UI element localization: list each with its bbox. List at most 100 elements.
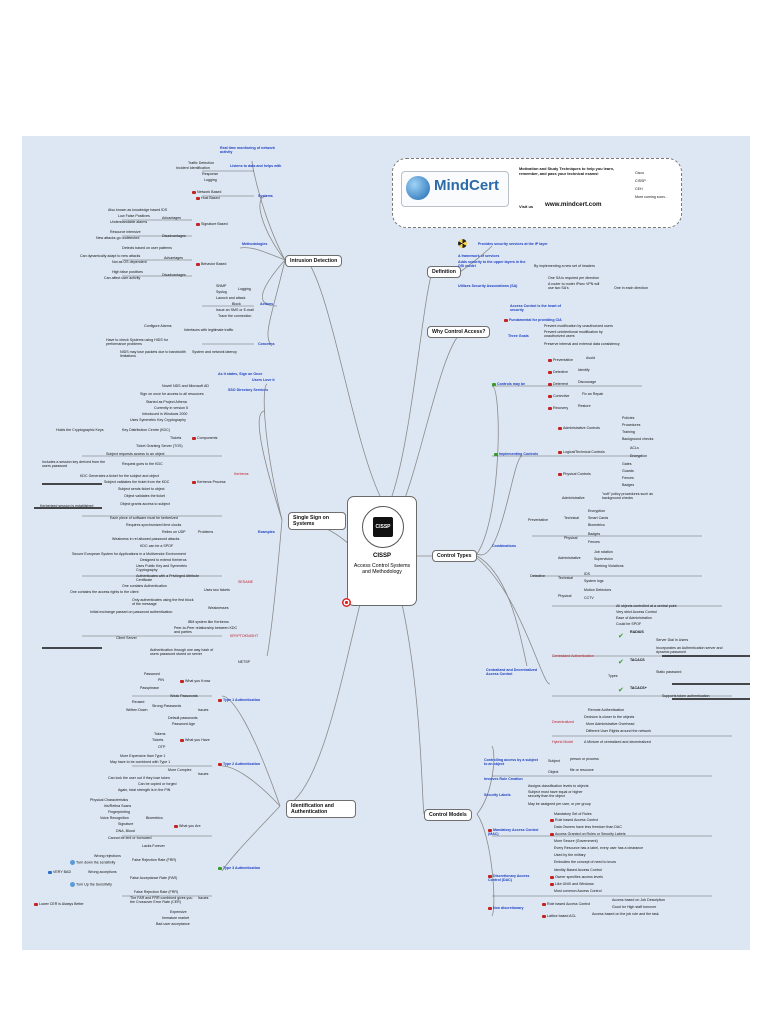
target-icon — [342, 598, 351, 607]
combo-item: IDS — [584, 572, 590, 576]
central-item: Incorporates an Authentication server an… — [656, 646, 723, 654]
kerberos-item: Ticket Granting Server (TGS) — [136, 444, 183, 448]
dac-item: Like UNIX and Windows — [555, 882, 594, 886]
branch-identification-authentication[interactable]: Identification and Authentication — [286, 800, 356, 818]
netsp-item: Authentication through one way hash of u… — [150, 648, 214, 656]
central-topic[interactable]: CISSP CISSP Access Control Systems and M… — [347, 496, 417, 606]
kerberos-item: Each piece of software must be kerberize… — [110, 516, 178, 520]
mind-map-canvas: CISSP CISSP Access Control Systems and M… — [22, 136, 750, 950]
hybrid-model: Hybrid Model — [552, 740, 574, 744]
concern-item: NIDS may lose packets due to bandwidth l… — [120, 350, 186, 358]
kerberos-item: Currently in version 5 — [154, 406, 188, 410]
kerberos-item: Object validates the ticket — [124, 494, 165, 498]
kryptoknight-item: Peer-to-Peer relationship between KDC an… — [174, 626, 238, 634]
why-item: Prevent modification by unauthorized use… — [544, 324, 613, 328]
sesame-item: One contains the access rights to the cl… — [70, 590, 139, 594]
definition-item: A framework of services — [458, 254, 500, 258]
may-item: Preventative — [553, 358, 573, 362]
subject-item: person or process — [570, 757, 599, 761]
problems-label: Problems — [198, 530, 214, 534]
what-you-have: What you Have — [185, 738, 210, 742]
definition-item: Provides security services at the IP lay… — [478, 242, 548, 246]
preventative-label: Preventative — [528, 518, 548, 522]
sig-dis-item: New attacks go undetected — [96, 236, 140, 240]
definition-item: By implementing a new set of headers — [534, 264, 595, 268]
sesame-item: Initial exchange passed on password auth… — [90, 610, 173, 614]
t2-issue: Again, total strength is in the PIN — [118, 788, 171, 792]
issues-label: Issues — [198, 896, 209, 900]
as-it-states: As it states, Sign on Once — [218, 372, 263, 376]
mindcert-url-link[interactable]: www.mindcert.com — [545, 201, 602, 208]
behavior-based: Behavior Based — [201, 262, 227, 266]
action-item: Issue an SMS or E-mail — [216, 308, 254, 312]
concern-item: Have to check Systems using HIDS for per… — [106, 338, 168, 346]
mac-item: Rule based Access Control — [555, 818, 599, 822]
physical-characteristics: Physical Characteristics — [90, 798, 129, 802]
label-item: Subject must have equal or higher securi… — [528, 790, 583, 798]
t1-issue: Reused — [132, 700, 145, 704]
mindcert-banner[interactable]: MindCert Motivation and Study Techniques… — [392, 158, 682, 228]
implementing-controls: Implementing Controls — [499, 452, 539, 456]
sesame-item: Uses two tickets — [204, 588, 230, 592]
biometrics-label: Biometrics — [146, 816, 163, 820]
tacacs-plus-label: TACACS+ — [630, 686, 647, 690]
actions-label: Actions — [260, 302, 274, 306]
central-title: CISSP — [372, 553, 391, 559]
action-item: Block — [232, 302, 241, 306]
physical-item: Badges — [622, 483, 635, 487]
controlling-access: Controlling access by a subject to an ob… — [484, 758, 538, 766]
decentral-item: Different User Rights around the network — [586, 729, 652, 733]
components-label: Components — [197, 436, 218, 440]
advantages-label: Advantages — [164, 256, 183, 260]
combo-item: Supervision — [594, 557, 613, 561]
biometric-item: Iris/Retina Scans — [104, 804, 132, 808]
decentral-item: Remote Authentication — [588, 708, 625, 712]
beh-adv-item: Not as OS dependent — [112, 260, 147, 264]
central-subtitle: Access Control Systems and Methodology — [353, 563, 411, 575]
branch-why-control-access[interactable]: Why Control Access? — [427, 326, 491, 338]
t1-issue: Password Age — [172, 722, 195, 726]
weaknesses-label: Weaknesses — [208, 606, 229, 610]
may-item: Detective — [553, 370, 568, 374]
nondisc-item: Access based on Job Description — [612, 898, 666, 902]
why-item: Fundamental for providing CIA — [509, 318, 562, 322]
sig-adv-item: Understandable alarms — [110, 220, 148, 224]
may-item: Identify — [578, 368, 590, 372]
beh-dis-item: High false positives — [112, 270, 143, 274]
combo-item: Technical — [558, 576, 573, 580]
biometric-item: Cannot be lent or borrowed — [108, 836, 152, 840]
combo-item: "soft" policy procedures such as backgro… — [602, 492, 653, 500]
admin-item: Background checks — [622, 437, 654, 441]
nondisc-item: Good for High staff turnover — [612, 905, 657, 909]
non-discretionary: Non discretionary — [493, 906, 524, 910]
type-2-authentication: Type 2 Authentication — [223, 762, 261, 766]
definition-item: A router to router IPsec VPN will use tw… — [548, 282, 600, 290]
kerberos-item: Includes a session key derived from the … — [42, 460, 106, 468]
branch-control-models[interactable]: Control Models — [424, 809, 472, 821]
kerberos-item: Weakness in rel allowed password attacks — [112, 537, 180, 541]
branch-definition[interactable]: Definition — [427, 266, 461, 278]
t3-issue: Turn down the sensitivity — [75, 860, 116, 865]
decentralized-label: Decentralized — [552, 720, 574, 724]
listen-item: Traffic Detection — [188, 161, 214, 165]
listens-to-data: Listens to data and helps with — [230, 164, 282, 168]
connector-lines — [34, 160, 750, 917]
t2-issue: More Expensive than Type 1 — [120, 754, 166, 758]
sig-adv-item: Low False Positives — [118, 214, 150, 218]
know-item: Passphrase — [140, 686, 159, 690]
t3-issue: VERY BAD — [53, 870, 72, 874]
sesame-item: Designed to extend Kerberos — [140, 558, 187, 562]
system-item: Host Based — [201, 196, 220, 200]
branch-control-types[interactable]: Control Types — [432, 550, 477, 562]
central-item: Server Dial In Users — [656, 638, 689, 642]
t3-issue: Wrong rejections — [94, 854, 121, 858]
t2-issue: Can lock the user out if they lose token — [108, 776, 170, 780]
combo-item: Administrative — [558, 556, 581, 560]
combo-item: Technical — [564, 516, 579, 520]
biometric-item: Signature — [118, 822, 134, 826]
branch-intrusion-detection[interactable]: Intrusion Detection — [285, 255, 343, 267]
t2-issue: More Complex — [168, 768, 192, 772]
branch-single-sign-on[interactable]: Single Sign on Systems — [288, 512, 346, 530]
tacacs-label: TACACS — [630, 658, 645, 662]
label-item: May be assigned per user, or per group — [528, 802, 591, 806]
